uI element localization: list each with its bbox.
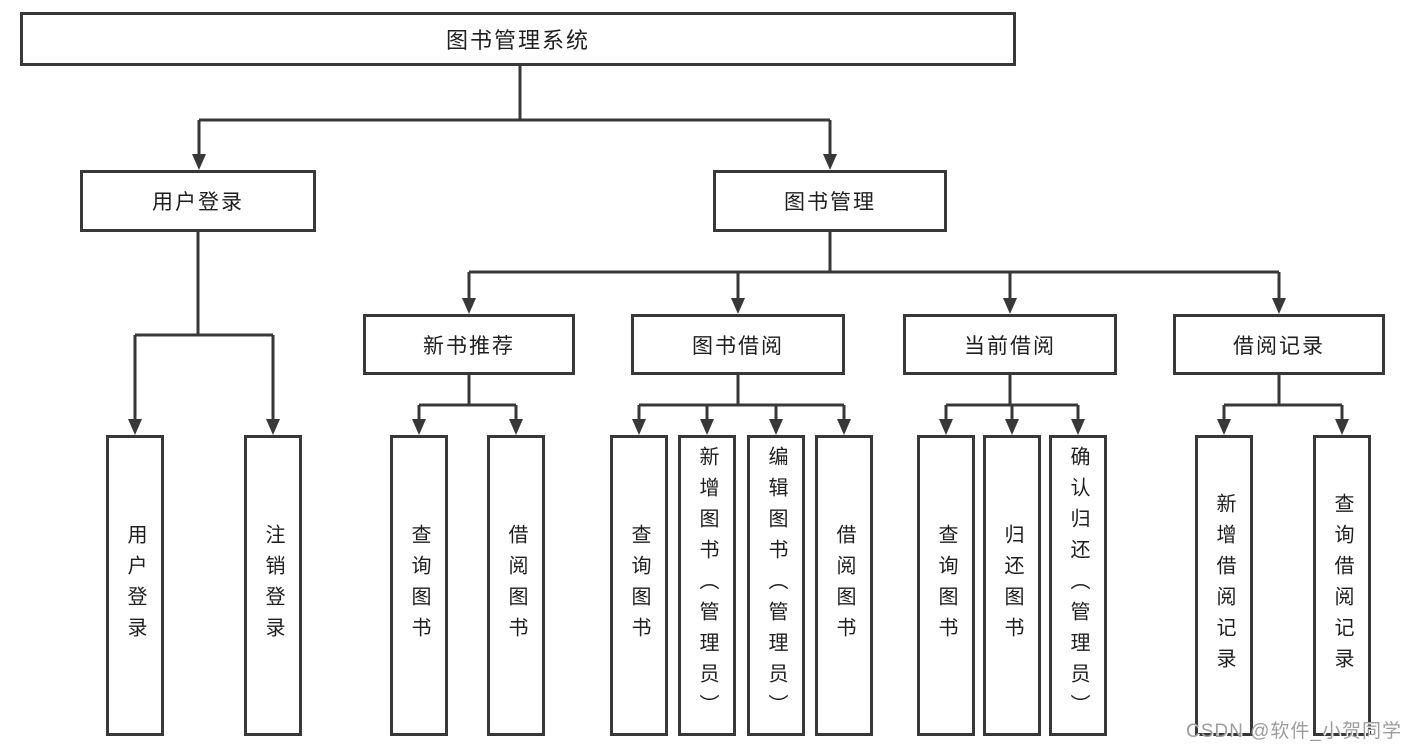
leaf-confirm-return-admin: 确认归还（管理员） (1049, 435, 1107, 736)
leaf-edit-book-admin: 编辑图书（管理员） (747, 435, 805, 736)
leaf-add-book-admin: 新增图书（管理员） (678, 435, 736, 736)
connector-arrowheads (128, 154, 1349, 435)
node-new-book-recommend: 新书推荐 (363, 314, 575, 375)
node-current-borrowing: 当前借阅 (903, 314, 1117, 375)
node-borrowing-records-label: 借阅记录 (1233, 334, 1325, 358)
connector-lines (133, 66, 1344, 422)
leaf-query-borrow-record-label: 查询借阅记录 (1331, 492, 1353, 679)
leaf-user-login-label: 用户登录 (124, 523, 146, 648)
node-user-login-branch-label: 用户登录 (152, 191, 244, 214)
node-book-borrowing: 图书借阅 (631, 314, 845, 375)
leaf-query-books-borrowing-label: 查询图书 (628, 523, 650, 648)
node-current-borrowing-label: 当前借阅 (964, 334, 1056, 358)
leaf-user-login: 用户登录 (106, 435, 164, 736)
leaf-query-books-recommend: 查询图书 (390, 435, 448, 736)
leaf-add-book-admin-label: 新增图书（管理员） (696, 446, 718, 725)
leaf-logout: 注销登录 (244, 435, 302, 736)
node-borrowing-records: 借阅记录 (1173, 314, 1385, 375)
node-user-login-branch: 用户登录 (80, 170, 316, 232)
leaf-confirm-return-admin-label: 确认归还（管理员） (1067, 446, 1089, 725)
leaf-query-borrow-record: 查询借阅记录 (1313, 435, 1371, 736)
node-root: 图书管理系统 (20, 12, 1016, 66)
leaf-borrow-books-borrowing: 借阅图书 (815, 435, 873, 736)
csdn-watermark: CSDN @软件_小贺同学 (1186, 721, 1402, 742)
leaf-logout-label: 注销登录 (262, 523, 284, 648)
leaf-query-books-borrowing: 查询图书 (610, 435, 668, 736)
leaf-query-books-current: 查询图书 (917, 435, 975, 736)
leaf-add-borrow-record-label: 新增借阅记录 (1213, 492, 1235, 679)
node-root-label: 图书管理系统 (445, 28, 590, 53)
node-book-borrowing-label: 图书借阅 (692, 334, 784, 358)
leaf-query-books-recommend-label: 查询图书 (408, 523, 430, 648)
leaf-borrow-books-borrowing-label: 借阅图书 (833, 523, 855, 648)
node-new-book-recommend-label: 新书推荐 (423, 334, 515, 358)
leaf-return-book: 归还图书 (983, 435, 1041, 736)
leaf-borrow-books-recommend: 借阅图书 (487, 435, 545, 736)
leaf-query-books-current-label: 查询图书 (935, 523, 957, 648)
leaf-add-borrow-record: 新增借阅记录 (1195, 435, 1253, 736)
leaf-edit-book-admin-label: 编辑图书（管理员） (765, 446, 787, 725)
leaf-borrow-books-recommend-label: 借阅图书 (505, 523, 527, 648)
node-book-management: 图书管理 (713, 170, 947, 232)
leaf-return-book-label: 归还图书 (1001, 523, 1023, 648)
node-book-management-label: 图书管理 (784, 191, 876, 214)
